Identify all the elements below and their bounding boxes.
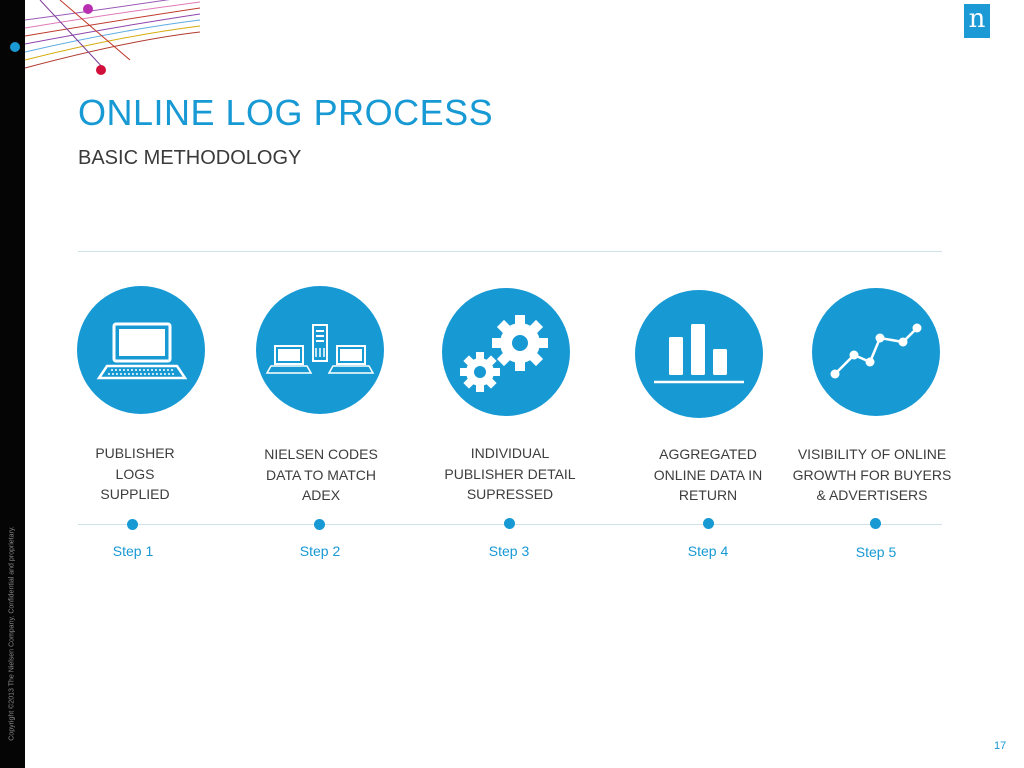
step-1-marker	[127, 519, 138, 530]
left-sidebar-bar: Copyright ©2013 The Nielsen Company. Con…	[0, 0, 25, 768]
line-graph-icon	[830, 323, 922, 379]
step-1-text: Step 1	[112, 543, 154, 559]
step-3-text: Step 3	[488, 543, 530, 559]
decorative-lines	[10, 0, 200, 75]
step-2-text: Step 2	[299, 543, 341, 559]
step-5-text: Step 5	[855, 544, 897, 560]
step-2-circle	[256, 286, 384, 414]
page-number: 17	[994, 740, 1007, 752]
network-computers-icon	[265, 324, 375, 374]
step-5-circle	[812, 288, 940, 416]
slide-title: ONLINE LOG PROCESS	[78, 92, 494, 133]
step-1-circle	[77, 286, 205, 414]
copyright-notice: Copyright ©2013 The Nielsen Company. Con…	[8, 526, 16, 741]
step-3-circle	[442, 288, 570, 416]
laptop-icon	[96, 322, 188, 380]
slide-subtitle: BASIC METHODOLOGY	[78, 147, 302, 169]
step-1-label: PUBLISHER LOGS SUPPLIED	[95, 445, 175, 502]
step-3-label: INDIVIDUAL PUBLISHER DETAIL SUPRESSED	[444, 445, 576, 502]
step-3-marker	[504, 518, 515, 529]
step-5-marker	[870, 518, 881, 529]
step-4-label: AGGREGATED ONLINE DATA IN RETURN	[653, 446, 763, 503]
step-4-circle	[635, 290, 763, 418]
nielsen-logo: n	[964, 4, 990, 38]
top-divider	[78, 251, 942, 252]
step-2-label: NIELSEN CODES DATA TO MATCH ADEX	[264, 446, 378, 503]
gears-icon	[460, 315, 548, 392]
step-4-marker	[703, 518, 714, 529]
bar-chart-icon	[654, 324, 744, 384]
step-2-marker	[314, 519, 325, 530]
step-5-label: VISIBILITY OF ONLINE GROWTH FOR BUYERS &…	[792, 446, 952, 503]
step-4-text: Step 4	[687, 543, 729, 559]
